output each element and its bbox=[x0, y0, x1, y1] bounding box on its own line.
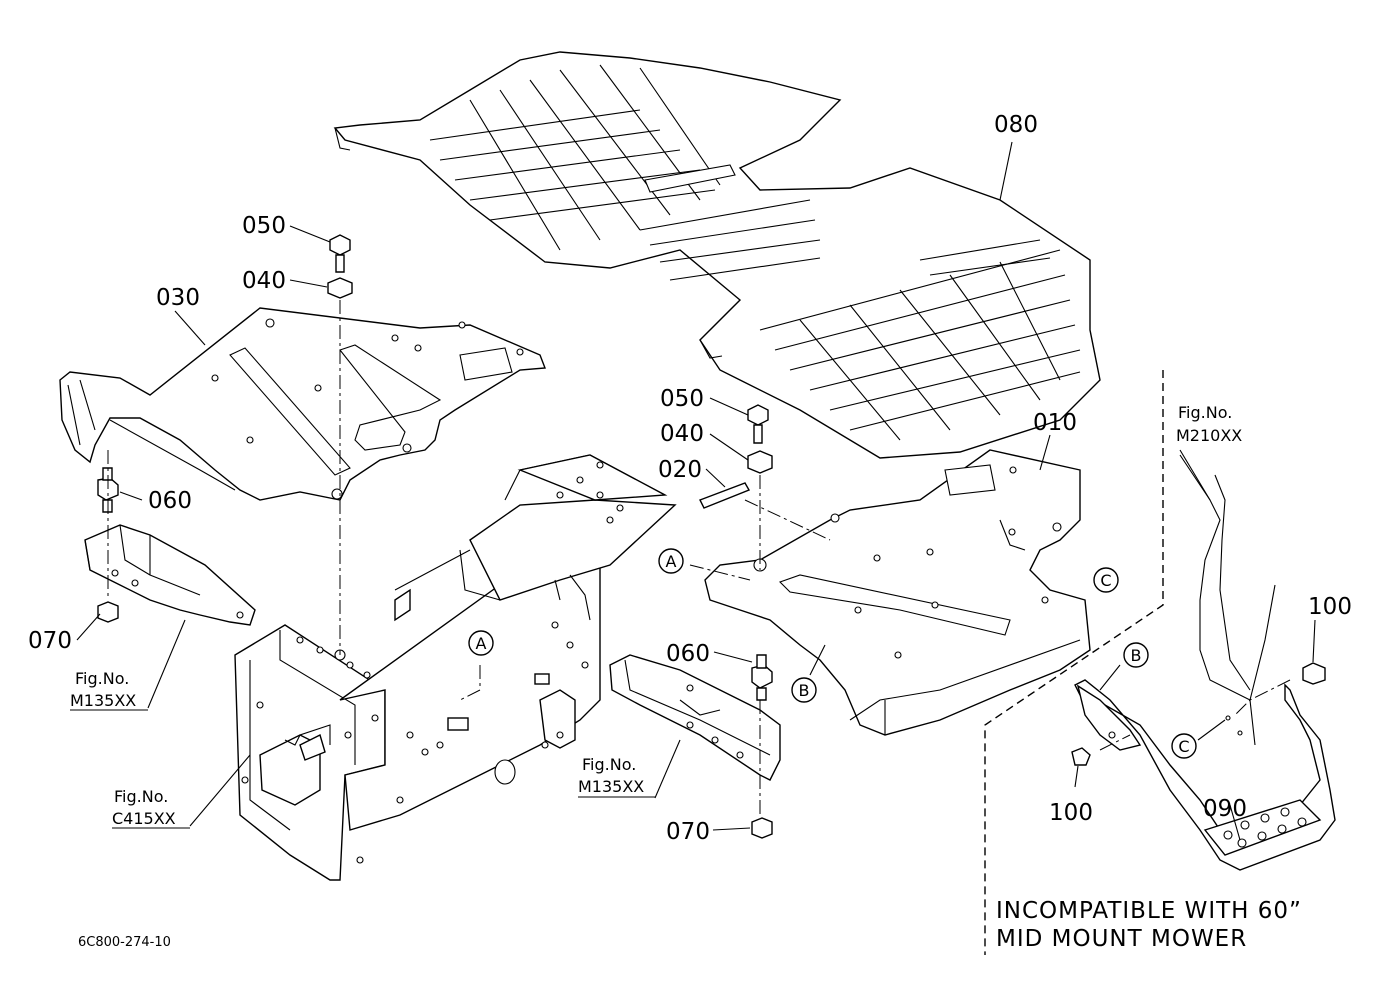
callout-060-left: 060 bbox=[148, 488, 192, 514]
callout-labels: 080 050 040 030 050 040 020 010 060 070 … bbox=[28, 112, 1352, 845]
part-090-step bbox=[1074, 679, 1336, 871]
callout-010: 010 bbox=[1033, 410, 1077, 436]
fig-ref-m135-left-code: M135XX bbox=[70, 691, 136, 710]
marker-a-frame: A bbox=[476, 634, 487, 653]
callout-050-right: 050 bbox=[660, 386, 704, 412]
fig-ref-m210-label: Fig.No. bbox=[1178, 403, 1232, 422]
drawing-code: 6C800-274-10 bbox=[78, 935, 171, 950]
marker-c-step: C bbox=[1178, 737, 1189, 756]
callout-090: 090 bbox=[1203, 796, 1247, 822]
callout-080: 080 bbox=[994, 112, 1038, 138]
part-010-right-step-plate bbox=[704, 449, 1091, 736]
incompatibility-note-line-1: INCOMPATIBLE WITH 60” bbox=[996, 898, 1302, 924]
fig-ref-m135-mid-label: Fig.No. bbox=[582, 755, 636, 774]
figure-references: Fig.No. M135XX Fig.No. M135XX Fig.No. C4… bbox=[70, 403, 1242, 829]
part-030-left-step-plate bbox=[59, 307, 546, 501]
fender-outline-m210 bbox=[1179, 454, 1276, 746]
reference-markers: A A B B C C bbox=[468, 548, 1197, 759]
incompatibility-note-line-2: MID MOUNT MOWER bbox=[996, 926, 1247, 952]
fig-ref-c415-code: C415XX bbox=[112, 809, 176, 828]
fig-ref-c415-label: Fig.No. bbox=[114, 787, 168, 806]
part-080-floor-mat bbox=[333, 51, 1101, 459]
callout-100-right: 100 bbox=[1308, 594, 1352, 620]
bracket-left-m135 bbox=[84, 524, 256, 626]
bracket-mid-m135 bbox=[609, 654, 781, 781]
callout-070-right: 070 bbox=[666, 819, 710, 845]
callout-040-left: 040 bbox=[242, 268, 286, 294]
callout-050-left: 050 bbox=[242, 213, 286, 239]
marker-a-right: A bbox=[666, 552, 677, 571]
callout-100-left: 100 bbox=[1049, 800, 1093, 826]
mat-ribs bbox=[429, 64, 1081, 441]
fig-ref-m135-left-label: Fig.No. bbox=[75, 669, 129, 688]
callout-040-right: 040 bbox=[660, 421, 704, 447]
marker-b-step: B bbox=[1131, 646, 1142, 665]
main-frame bbox=[234, 454, 677, 881]
fig-ref-m210-code: M210XX bbox=[1176, 426, 1242, 445]
incompatibility-boundary bbox=[984, 370, 1164, 955]
marker-b-plate: B bbox=[799, 681, 810, 700]
callout-020: 020 bbox=[658, 457, 702, 483]
callout-060-right: 060 bbox=[666, 641, 710, 667]
callout-070-left: 070 bbox=[28, 628, 72, 654]
marker-c-plate: C bbox=[1100, 571, 1111, 590]
leader-lines bbox=[76, 141, 1316, 841]
fig-ref-m135-mid-code: M135XX bbox=[578, 777, 644, 796]
callout-030: 030 bbox=[156, 285, 200, 311]
center-lines bbox=[107, 300, 1291, 815]
hardware bbox=[97, 234, 1326, 839]
